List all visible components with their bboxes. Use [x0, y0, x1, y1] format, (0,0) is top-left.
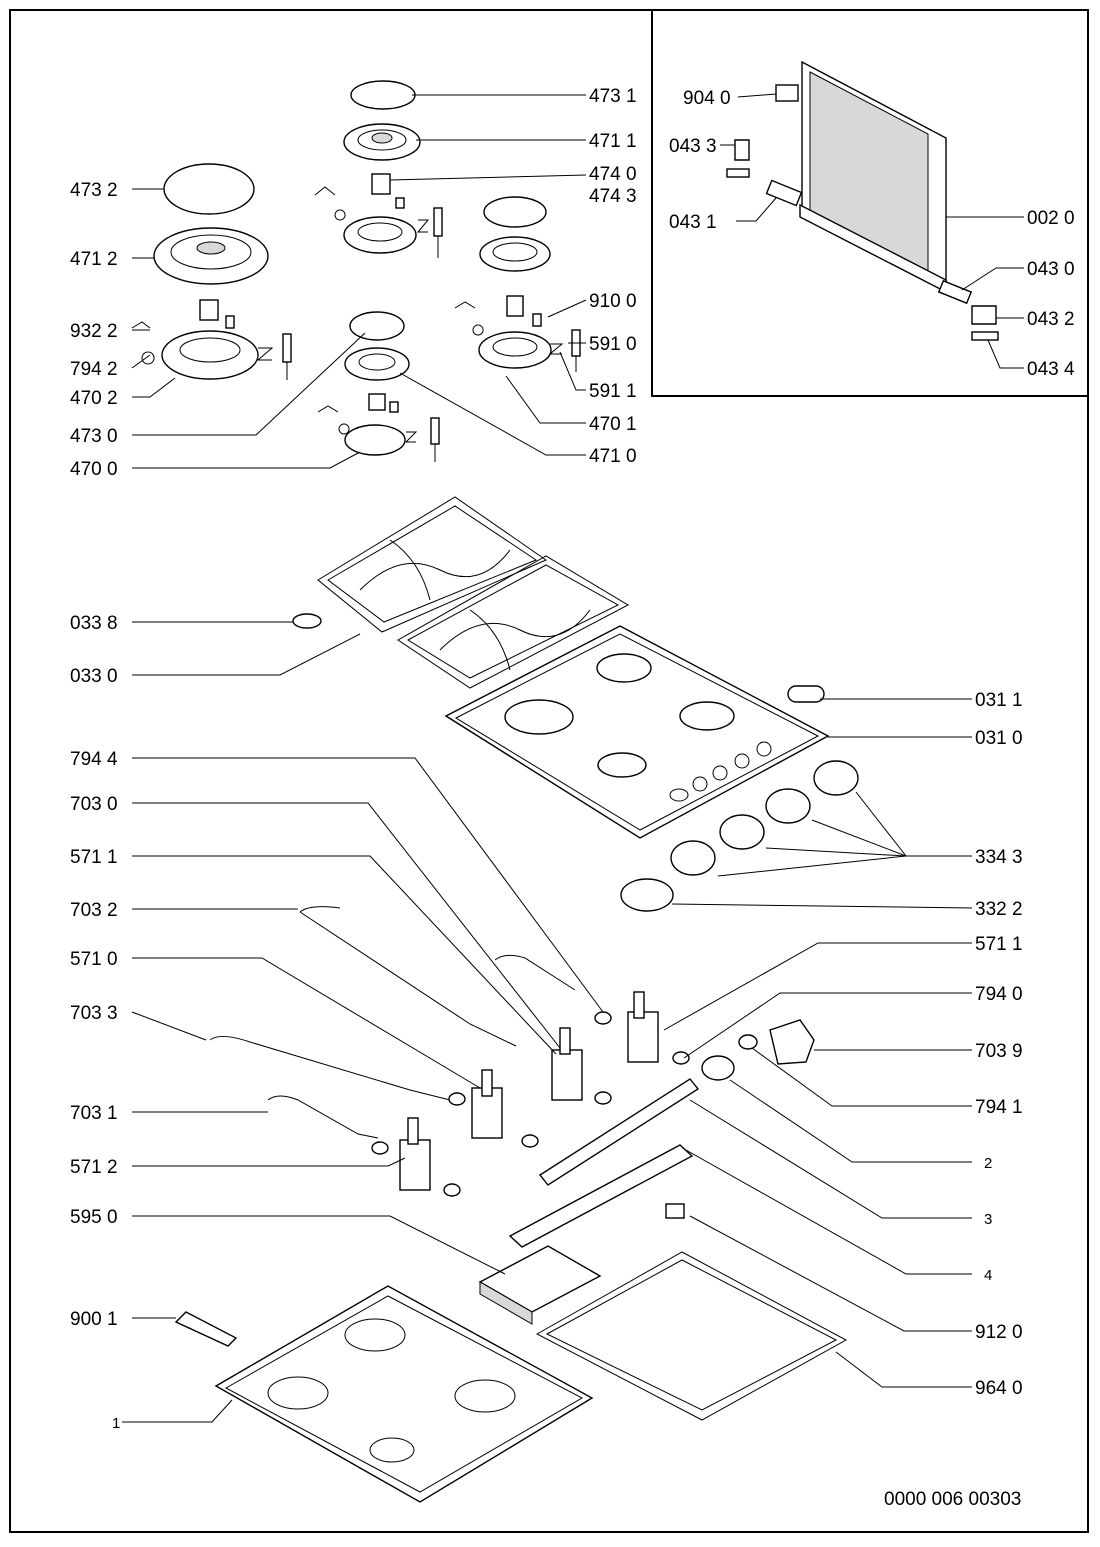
callout-470-0: 470 0	[70, 459, 118, 480]
callout-2: 2	[984, 1155, 992, 1172]
bottom-tray-1	[214, 1285, 594, 1503]
callout-031-1: 031 1	[975, 690, 1023, 711]
callout-031-0: 031 0	[975, 728, 1023, 749]
callout-471-1: 471 1	[589, 131, 637, 152]
seal-rings	[371, 1011, 758, 1197]
gas-taps	[399, 991, 659, 1191]
callout-571-0: 571 0	[70, 949, 118, 970]
burner-cap-right	[483, 196, 547, 228]
hinge-parts	[726, 84, 999, 341]
callout-473-0: 473 0	[70, 426, 118, 447]
callout-900-1: 900 1	[70, 1309, 118, 1330]
callout-332-2: 332 2	[975, 899, 1023, 920]
leader-lines	[122, 93, 1024, 1423]
callout-794-2: 794 2	[70, 359, 118, 380]
knobs-3343	[670, 760, 859, 876]
callout-043-3: 043 3	[669, 136, 717, 157]
document-code: 0000 006 00303	[884, 1489, 1021, 1510]
callout-473-2: 473 2	[70, 180, 118, 201]
callout-470-2: 470 2	[70, 388, 118, 409]
hob-top-0310	[444, 625, 830, 839]
callout-912-0: 912 0	[975, 1322, 1023, 1343]
burner-cap-4732	[163, 163, 255, 215]
inset-frame	[651, 10, 1088, 397]
callout-043-1: 043 1	[669, 212, 717, 233]
burner-crown-right	[479, 236, 551, 272]
pan-support-foot-0338	[292, 613, 322, 629]
burner-base-center	[314, 173, 443, 258]
callout-labels: 473 1 471 1 474 0 474 3 473 2 471 2 932 …	[70, 86, 1075, 1510]
callout-334-3: 334 3	[975, 847, 1023, 868]
callout-474-3: 474 3	[589, 186, 637, 207]
callout-471-0: 471 0	[589, 446, 637, 467]
callout-033-0: 033 0	[70, 666, 118, 687]
callout-043-2: 043 2	[1027, 309, 1075, 330]
callout-002-0: 002 0	[1027, 208, 1075, 229]
burner-base-4701	[454, 295, 581, 372]
callout-703-3: 703 3	[70, 1003, 118, 1024]
pan-support-0330	[317, 496, 548, 633]
callout-471-2: 471 2	[70, 249, 118, 270]
callout-571-1-right: 571 1	[975, 934, 1023, 955]
callout-4: 4	[984, 1267, 992, 1284]
callout-932-2: 932 2	[70, 321, 118, 342]
pipes	[209, 906, 576, 1139]
callout-591-1: 591 1	[589, 381, 637, 402]
callout-473-1: 473 1	[589, 86, 637, 107]
pan-support-right	[397, 555, 630, 689]
glass-lid-0020	[799, 60, 947, 294]
callout-1: 1	[112, 1415, 120, 1432]
gasket-9640	[535, 1251, 848, 1421]
callout-910-0: 910 0	[589, 291, 637, 312]
badge-0311	[787, 685, 825, 703]
burner-cap-4731	[350, 80, 416, 110]
callout-794-0: 794 0	[975, 984, 1023, 1005]
callout-470-1: 470 1	[589, 414, 637, 435]
burner-cap-4730	[349, 311, 405, 341]
callout-591-0: 591 0	[589, 334, 637, 355]
callout-904-0: 904 0	[683, 88, 731, 109]
callout-964-0: 964 0	[975, 1378, 1023, 1399]
callout-571-2: 571 2	[70, 1157, 118, 1178]
callout-3: 3	[984, 1211, 992, 1228]
callout-595-0: 595 0	[70, 1207, 118, 1228]
cap-3322	[620, 878, 674, 912]
callout-703-0: 703 0	[70, 794, 118, 815]
callout-474-0: 474 0	[589, 164, 637, 185]
burner-base-4702	[131, 299, 292, 380]
callout-703-9: 703 9	[975, 1041, 1023, 1062]
clip-9001	[174, 1311, 238, 1347]
callout-794-4: 794 4	[70, 749, 118, 770]
callout-033-8: 033 8	[70, 613, 118, 634]
callout-571-1-left: 571 1	[70, 847, 118, 868]
drawing-frame	[9, 9, 1089, 1533]
burner-base-4700	[317, 393, 440, 462]
burner-crown-4710	[344, 347, 410, 381]
callout-794-1: 794 1	[975, 1097, 1023, 1118]
burner-crown-4711	[343, 123, 421, 161]
callout-043-4: 043 4	[1027, 359, 1075, 380]
callout-703-1: 703 1	[70, 1103, 118, 1124]
burner-crown-4712	[153, 227, 269, 285]
callout-703-2: 703 2	[70, 900, 118, 921]
gas-inlet-parts	[508, 1019, 815, 1248]
ignition-unit-5950	[478, 1245, 602, 1325]
callout-043-0: 043 0	[1027, 259, 1075, 280]
